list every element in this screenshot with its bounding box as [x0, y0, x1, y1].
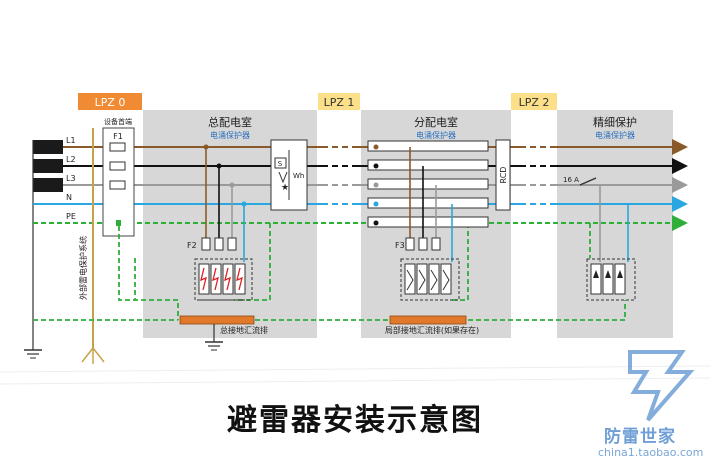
dist-spd-module — [400, 258, 460, 301]
meter-wh-label: Wh — [293, 172, 304, 180]
power-source — [24, 140, 63, 359]
external-protection-label: 外部雷电保护系统 — [78, 236, 88, 300]
lpz1-header — [318, 93, 360, 110]
local-busbar-label: 局部接地汇流排(如果存在) — [385, 325, 479, 335]
fine-room-subtitle: 电涌保护器 — [595, 130, 635, 140]
watermark-brand: 防雷世家 — [604, 427, 676, 447]
label-PE: PE — [66, 212, 76, 221]
background-sketch — [0, 365, 710, 385]
watermark-site: china1.taobao.com — [598, 446, 704, 459]
external-lightning-system: 外部雷电保护系统 — [78, 128, 105, 364]
breaker-label: 16 A — [563, 176, 579, 184]
main-room-title: 总配电室 — [208, 115, 252, 129]
main-room-subtitle: 电涌保护器 — [210, 130, 250, 140]
meter-s-label: S — [278, 160, 283, 168]
label-L3: L3 — [66, 174, 76, 183]
equipment-entry: 设备首端 F1 — [102, 117, 135, 237]
lpz2-header — [511, 93, 557, 110]
main-busbar-label: 总接地汇流排 — [220, 325, 268, 335]
entry-label: 设备首端 — [104, 117, 132, 126]
rcd-label: RCD — [499, 167, 508, 184]
watermark-logo-icon — [628, 350, 695, 422]
fuse-F2-group — [201, 237, 237, 251]
fine-room-taps — [599, 185, 629, 262]
local-grounding-busbar — [389, 315, 467, 325]
main-room-taps — [203, 144, 247, 262]
label-N: N — [66, 193, 72, 202]
energy-meter: S Wh ★ — [270, 139, 308, 211]
fine-spd-module — [586, 258, 636, 301]
rcd-device: RCD — [495, 139, 511, 211]
fine-room-title: 精细保护 — [593, 115, 637, 129]
fuse-F3-group — [405, 237, 441, 251]
breaker-16a — [579, 177, 597, 186]
lpz0-label: LPZ 0 — [95, 96, 126, 109]
label-L2: L2 — [66, 155, 76, 164]
dist-room-terminals — [367, 140, 489, 228]
dist-room-title: 分配电室 — [414, 115, 458, 129]
fuse-F1-label: F1 — [113, 132, 123, 141]
main-grounding-busbar — [179, 315, 255, 325]
dist-room-taps — [373, 144, 453, 262]
lpz0-header — [78, 93, 142, 110]
fuse-F3-label: F3 — [395, 241, 405, 250]
pe-ground-loop — [33, 223, 626, 321]
fine-protection-room — [557, 110, 673, 338]
label-L1: L1 — [66, 136, 76, 145]
main-spd-module — [194, 258, 253, 301]
fuse-F2-label: F2 — [187, 241, 197, 250]
lpz2-label: LPZ 2 — [519, 96, 550, 109]
meter-star-icon: ★ — [281, 183, 289, 193]
lpz1-label: LPZ 1 — [324, 96, 355, 109]
dist-room-subtitle: 电涌保护器 — [416, 130, 456, 140]
main-busbar-ground — [205, 324, 223, 351]
diagram-title: 避雷器安装示意图 — [227, 403, 483, 438]
